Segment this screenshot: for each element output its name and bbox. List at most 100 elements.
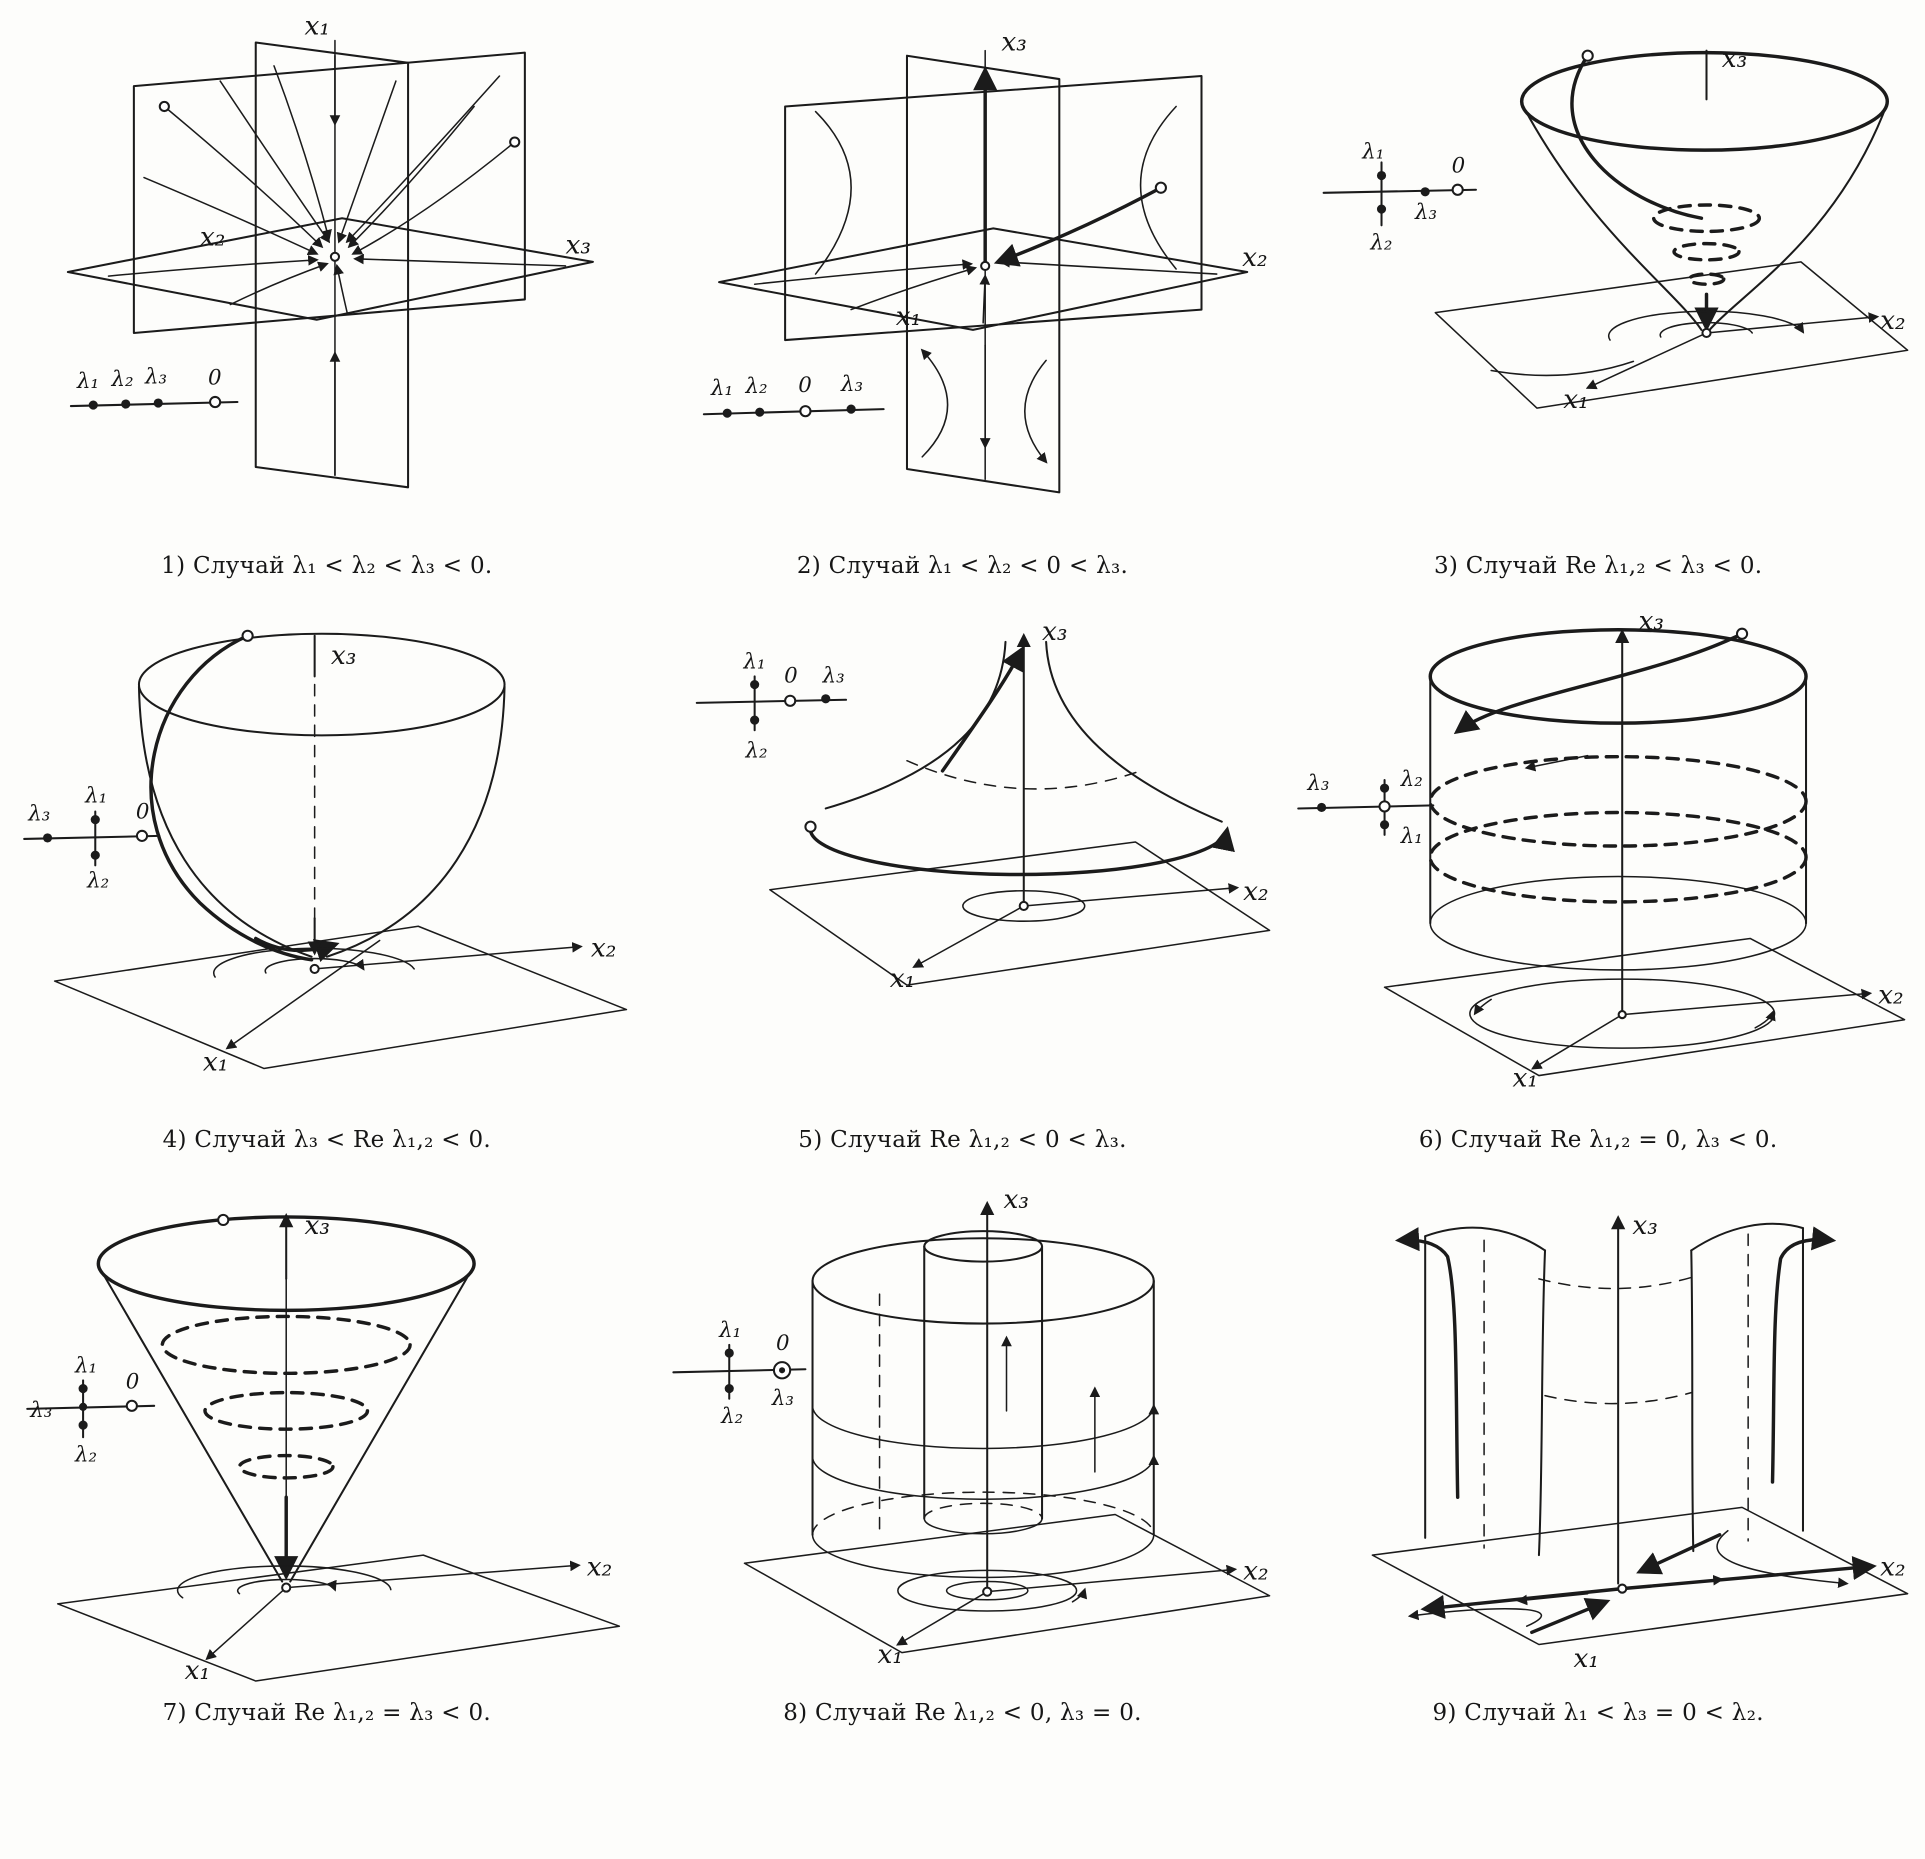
panel-3: x₃ x₂ x₁ λ₁ 0 λ₃ λ₂ 3) Случай Re λ₁,₂ < … (1283, 10, 1913, 579)
x3-axis-label: x₃ (565, 230, 590, 261)
x1-axis-label: x₁ (203, 1047, 228, 1078)
inner-cylinder (922, 1229, 1043, 1535)
panel-4-figure: x₃ x₂ x₁ λ₃ λ₁ 0 λ₂ (23, 630, 628, 1078)
trajectory-start-point (509, 136, 521, 148)
x1-axis-label: x₁ (889, 964, 914, 995)
base-plane (1384, 938, 1906, 1077)
inset-zero-label: 0 (798, 373, 812, 398)
base-plane (768, 841, 1270, 987)
inset-lambda3-label: λ₃ (1414, 200, 1437, 225)
equilibrium-point (309, 964, 320, 975)
right-sheet (1690, 1222, 1837, 1552)
panel-caption: 2) Случай λ₁ < λ₂ < 0 < λ₃. (796, 553, 1129, 580)
eigenvalue-inset: λ₁ λ₂ 0 λ₃ (672, 1317, 807, 1429)
trajectory-start-point (158, 100, 170, 113)
x3-axis-label: x₃ (331, 641, 356, 672)
inset-zero-label: 0 (126, 1369, 140, 1394)
trajectory-start-point (1154, 181, 1167, 194)
inset-lambda2-label: λ₂ (720, 1404, 743, 1429)
equilibrium-point (1617, 1583, 1628, 1594)
sheet-connectors (1538, 1275, 1695, 1405)
x1-axis-label: x₁ (877, 1638, 902, 1669)
equilibrium-point (979, 260, 990, 272)
panel-8-figure: x₃ x₂ x₁ λ₁ λ₂ 0 λ₃ (672, 1183, 1270, 1669)
equilibrium-point (329, 251, 341, 262)
trajectory-start-point (804, 820, 817, 834)
panel-caption: 7) Случай Re λ₁,₂ = λ₃ < 0. (162, 1700, 492, 1727)
panel-2: x₃ x₂ x₁ λ₁ λ₂ 0 λ₃ 2) Случай λ₁ < λ₂ < … (648, 10, 1278, 579)
trajectory-start-point (1736, 628, 1749, 641)
x2-axis-label: x₂ (1242, 242, 1267, 273)
panel-9-figure: x₃ x₂ x₁ (1371, 1210, 1909, 1674)
inset-lambda2-label: λ₂ (86, 869, 109, 894)
x3-axis-label: x₃ (1722, 43, 1747, 74)
inset-zero-label: 0 (1452, 153, 1466, 178)
trajectory-start-point (241, 630, 254, 643)
inset-lambda3-label: λ₃ (1307, 772, 1330, 797)
panel-7: x₃ x₂ x₁ λ₁ λ₃ λ₂ 0 7) Случай Re λ₁,₂ = … (12, 1157, 642, 1726)
inset-zero-label: 0 (136, 800, 150, 825)
base-plane (53, 925, 628, 1070)
x3-axis-label: x₃ (1003, 1183, 1028, 1214)
x2-axis-label: x₂ (1243, 876, 1268, 907)
x3-axis-label: x₃ (304, 1210, 329, 1241)
base-plane (1371, 1506, 1909, 1645)
x1-axis-label: x₁ (1574, 1643, 1599, 1674)
inset-lambda2-label: λ₂ (744, 374, 767, 399)
inset-lambda2-label: λ₂ (1370, 231, 1393, 256)
left-sheet (1395, 1226, 1547, 1556)
bowl-surface (137, 633, 506, 963)
base-plane (743, 1513, 1270, 1654)
x3-axis-label: x₃ (1001, 27, 1026, 58)
outer-cylinder (811, 1236, 1159, 1578)
flow-trajectories (753, 105, 1218, 464)
trumpet-surface (808, 641, 1235, 877)
eigenvalue-inset: λ₁ λ₃ λ₂ 0 (26, 1353, 156, 1467)
x3-axis-label: x₃ (1042, 616, 1067, 647)
inset-lambda2-label: λ₂ (1400, 767, 1423, 792)
panel-5: x₃ x₂ x₁ λ₁ 0 λ₃ λ₂ 5) Случай Re λ₁,₂ < … (648, 583, 1278, 1153)
panel-1-figure: x₁ x₂ x₃ λ₁ λ₂ λ₃ 0 (66, 10, 594, 489)
inset-lambda3-label: λ₃ (144, 365, 167, 390)
panel-caption: 8) Случай Re λ₁,₂ < 0, λ₃ = 0. (783, 1700, 1142, 1727)
equilibrium-point (1701, 327, 1712, 339)
eigenvalue-inset: λ₁ 0 λ₃ λ₂ (1322, 139, 1478, 256)
equilibrium-point (981, 1586, 992, 1597)
panel-caption: 9) Случай λ₁ < λ₃ = 0 < λ₂. (1432, 1700, 1764, 1727)
eigenvalue-inset: λ₃ λ₁ 0 λ₂ (23, 784, 161, 894)
panel-caption: 6) Случай Re λ₁,₂ = 0, λ₃ < 0. (1418, 1126, 1778, 1153)
eigenvalue-inset: λ₁ λ₂ 0 λ₃ (702, 372, 885, 418)
x2-axis-label: x₂ (587, 1551, 612, 1582)
panel-5-figure: x₃ x₂ x₁ λ₁ 0 λ₃ λ₂ (695, 616, 1270, 995)
panel-2-figure: x₃ x₂ x₁ λ₁ λ₂ 0 λ₃ (702, 27, 1267, 494)
panel-caption: 1) Случай λ₁ < λ₂ < λ₃ < 0. (161, 553, 493, 580)
inset-lambda1-label: λ₁ (718, 1317, 741, 1342)
inset-lambda2-label: λ₂ (74, 1442, 97, 1467)
inset-lambda1-label: λ₁ (1362, 139, 1385, 164)
eigenvalue-inset: λ₁ λ₂ λ₃ 0 (69, 365, 239, 410)
panel-8: x₃ x₂ x₁ λ₁ λ₂ 0 λ₃ 8) Случай Re λ₁,₂ < … (648, 1157, 1278, 1726)
inset-lambda3-label: λ₃ (771, 1385, 794, 1410)
funnel-surface (1520, 50, 1890, 332)
equilibrium-point (1617, 1010, 1628, 1020)
x2-axis-label: x₂ (1880, 1551, 1905, 1582)
panel-4: x₃ x₂ x₁ λ₃ λ₁ 0 λ₂ 4) Случай λ₃ < Re λ₁… (12, 583, 642, 1153)
inset-lambda2-label: λ₂ (111, 367, 134, 392)
x2-axis-label: x₂ (200, 222, 225, 253)
x1-axis-label: x₁ (304, 10, 329, 41)
panel-7-figure: x₃ x₂ x₁ λ₁ λ₃ λ₂ 0 (26, 1210, 621, 1686)
trajectory-start-point (217, 1213, 230, 1226)
panel-3-figure: x₃ x₂ x₁ λ₁ 0 λ₃ λ₂ (1322, 43, 1909, 415)
panel-caption: 4) Случай λ₃ < Re λ₁,₂ < 0. (162, 1126, 492, 1153)
inset-lambda2-label: λ₂ (744, 739, 767, 764)
equilibrium-point (1018, 901, 1029, 912)
panel-1: x₁ x₂ x₃ λ₁ λ₂ λ₃ 0 1) Случай λ₁ < λ₂ < … (12, 10, 642, 579)
inset-zero-label: 0 (784, 664, 798, 689)
x3-axis-label: x₃ (1633, 1210, 1658, 1241)
x3-axis-label: x₃ (1639, 606, 1664, 637)
x2-axis-label: x₂ (591, 933, 616, 964)
x1-axis-label: x₁ (1564, 384, 1589, 415)
inset-lambda1-label: λ₁ (74, 1353, 97, 1378)
trajectory-start-point (1581, 49, 1595, 62)
x1-axis-label: x₁ (1513, 1063, 1538, 1094)
